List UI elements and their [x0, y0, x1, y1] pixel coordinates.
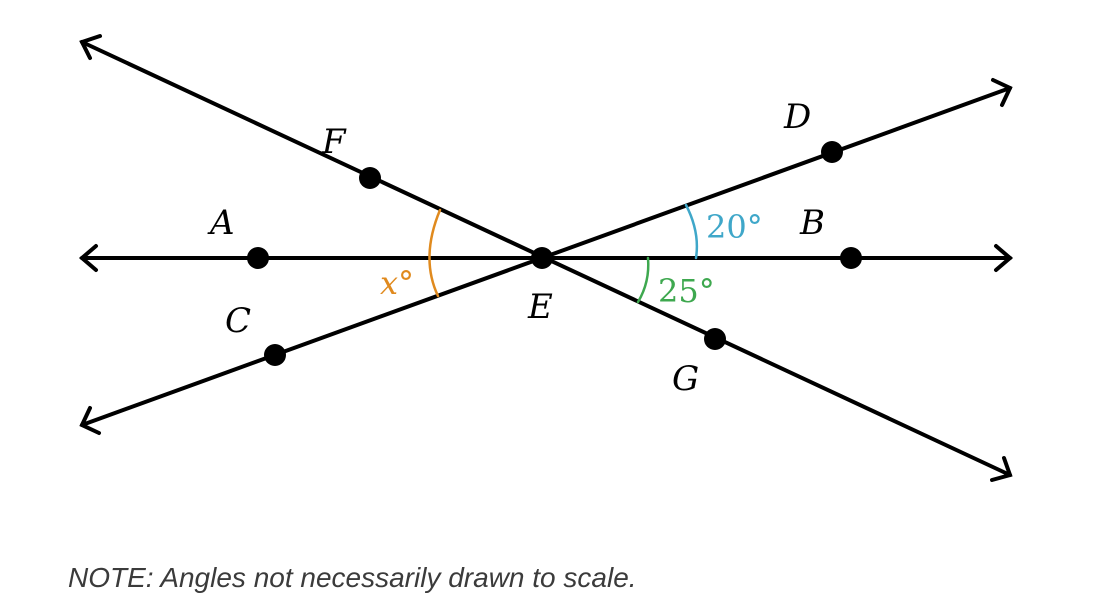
- arrow-left-ab: [78, 244, 98, 272]
- point-f: [359, 167, 381, 189]
- angle-label-x: x°: [380, 264, 414, 302]
- arrow-right-fg: [990, 456, 1013, 482]
- angle-arc-20: [684, 203, 699, 260]
- point-b: [840, 247, 862, 269]
- angle-arc-25: [636, 256, 650, 304]
- label-d: D: [783, 97, 811, 137]
- arrow-right-cd: [991, 78, 1013, 107]
- label-e: E: [527, 287, 553, 327]
- point-a: [247, 247, 269, 269]
- label-a: A: [207, 203, 235, 243]
- arrow-left-fg: [79, 34, 102, 60]
- angle-label-25: 25°: [658, 272, 715, 310]
- angle-arc-x: [428, 208, 442, 298]
- scale-note: NOTE: Angles not necessarily drawn to sc…: [68, 562, 637, 593]
- angle-label-20: 20°: [706, 208, 763, 246]
- point-c: [264, 344, 286, 366]
- label-c: C: [225, 301, 251, 341]
- point-g: [704, 328, 726, 350]
- label-g: G: [672, 359, 699, 399]
- label-b: B: [799, 203, 825, 243]
- point-d: [821, 141, 843, 163]
- label-f: F: [321, 122, 347, 162]
- arrow-right-ab: [994, 244, 1014, 272]
- point-e: [531, 247, 553, 269]
- arrow-left-cd: [79, 406, 101, 435]
